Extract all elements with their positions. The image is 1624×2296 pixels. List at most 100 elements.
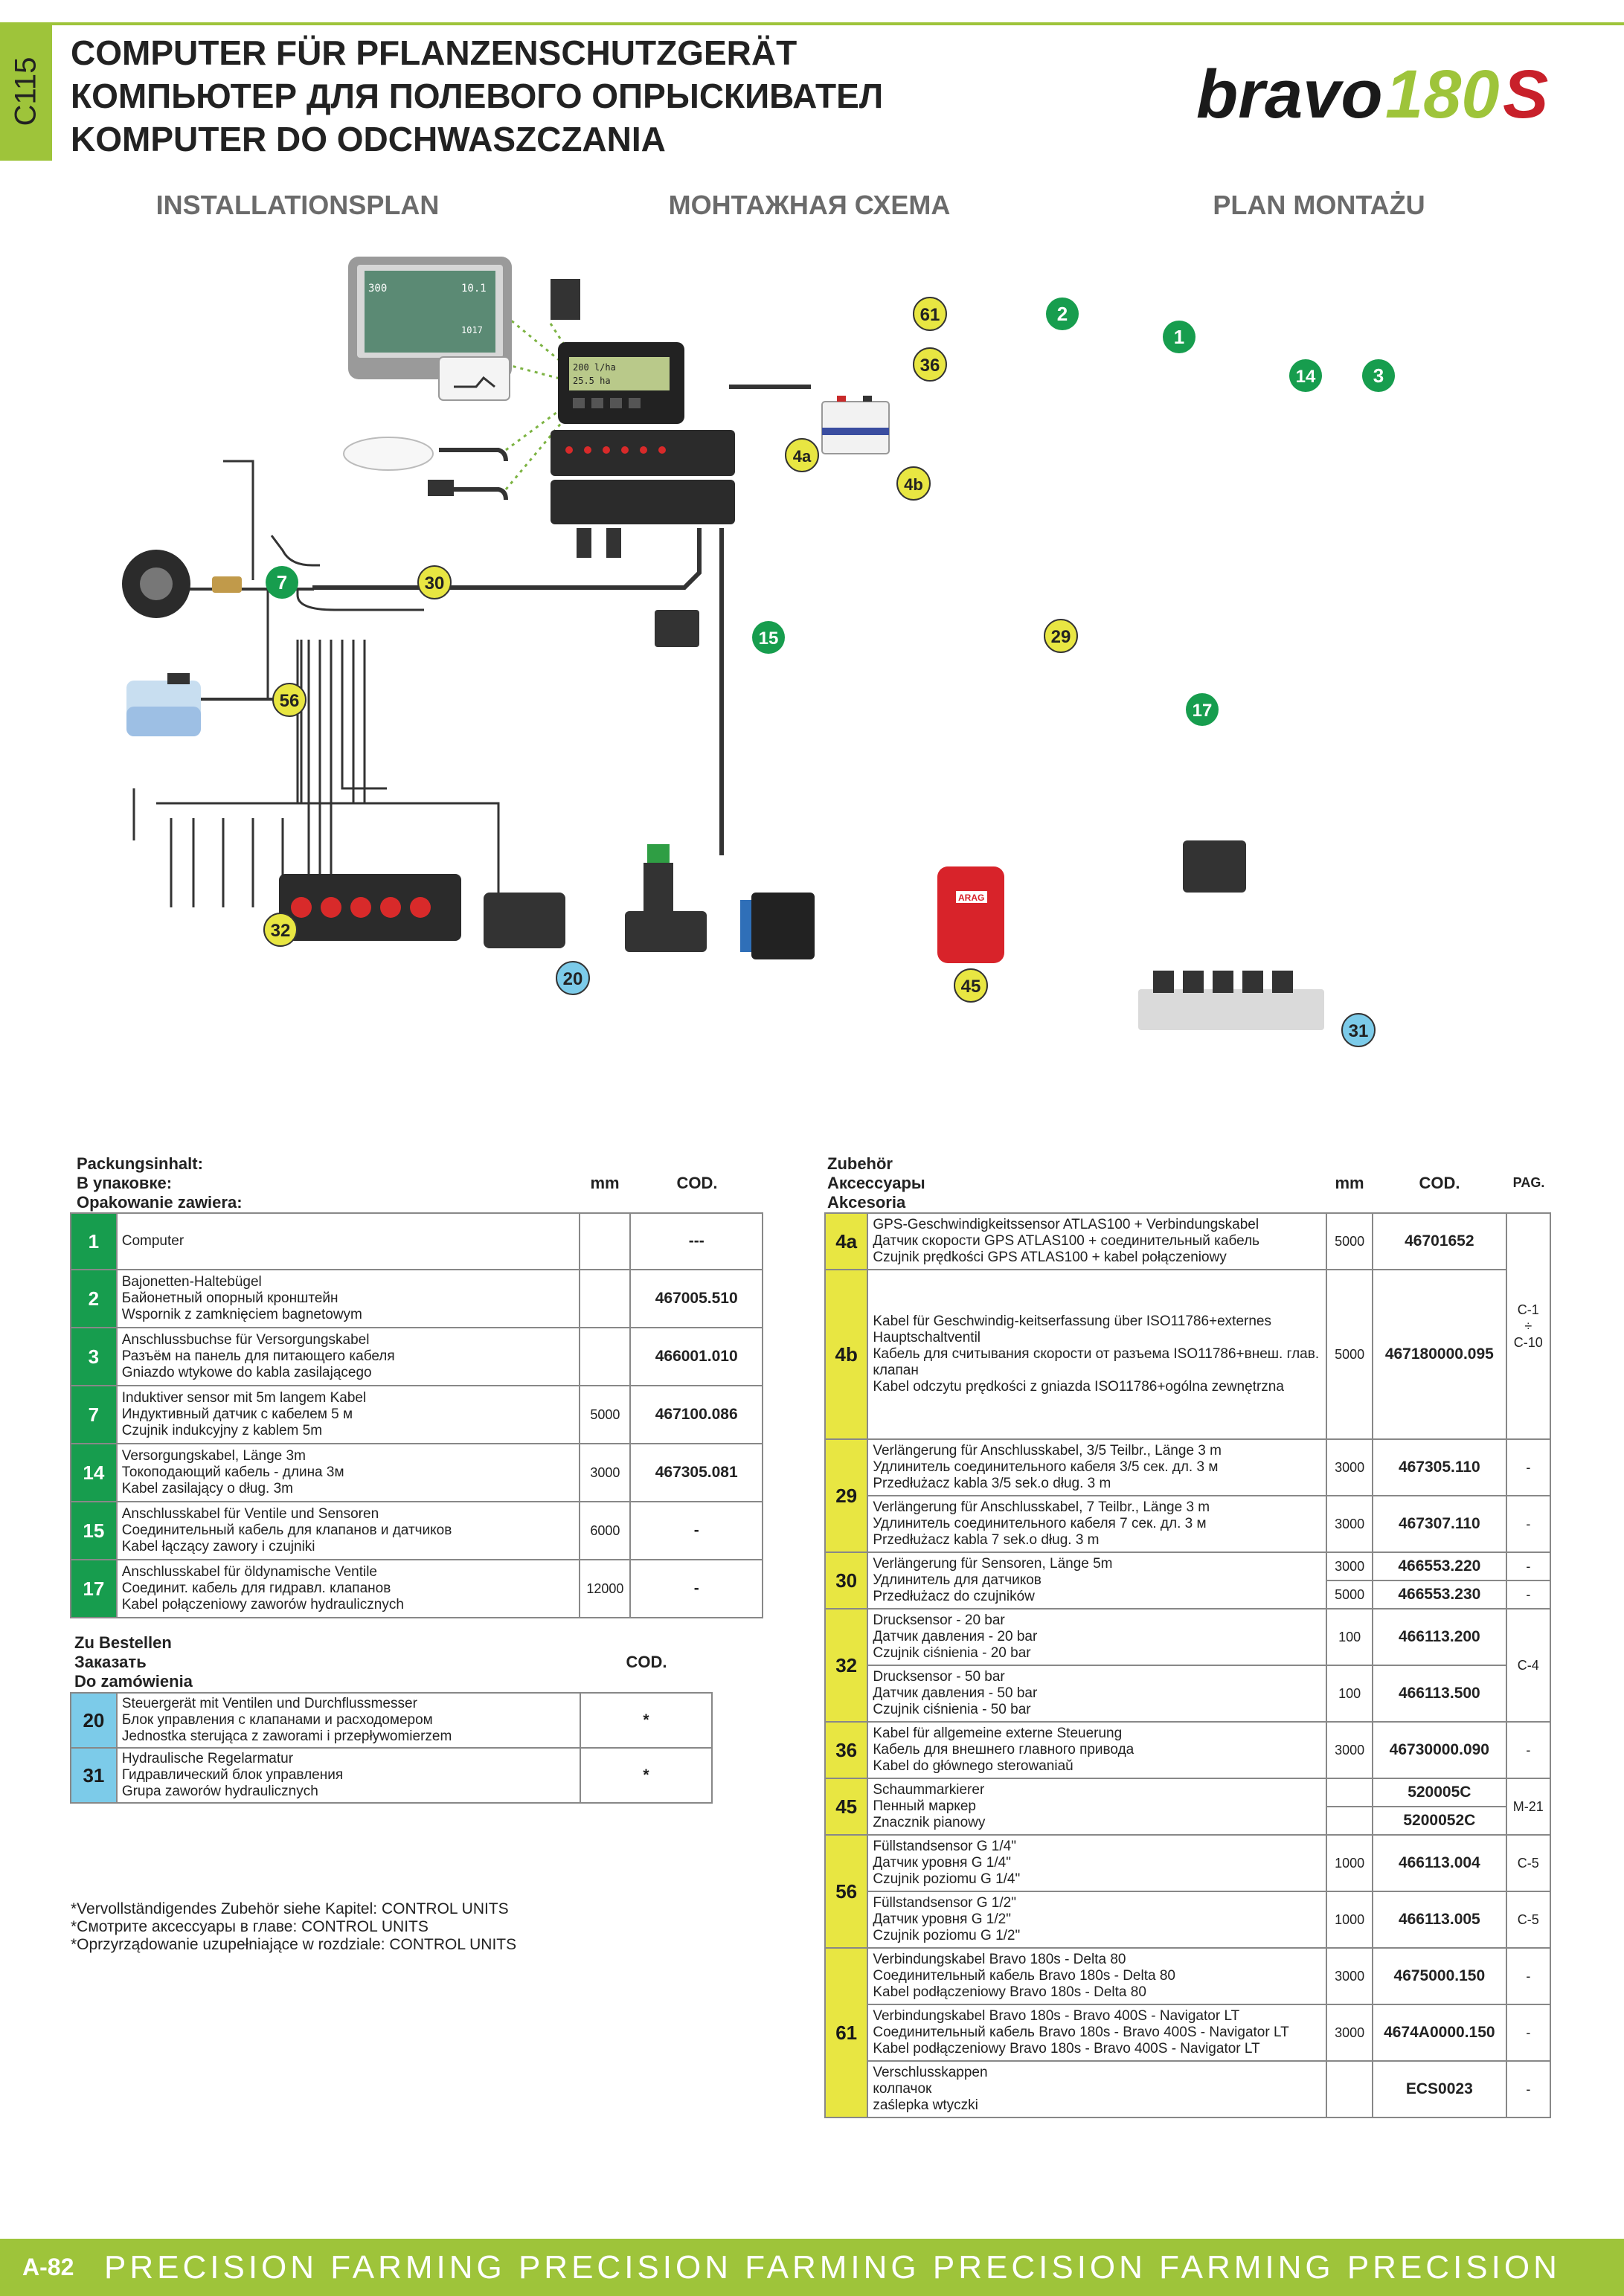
description-line: Hydraulische Regelarmatur — [121, 1751, 294, 1766]
section-tab: C115 — [0, 22, 52, 161]
item-code: --- — [629, 1212, 763, 1270]
description-line: Байонетный опорный кронштейн — [121, 1290, 338, 1306]
badge-15: 15 — [752, 621, 785, 654]
description-line: Блок управления с клапанами и расходомер… — [121, 1712, 433, 1728]
badge-30: 30 — [417, 565, 452, 599]
description-line: Schaummarkierer — [873, 1782, 985, 1798]
badge-56: 56 — [272, 683, 306, 717]
item-length: 1000 — [1326, 1891, 1374, 1949]
item-description: Verlängerung für Anschlusskabel, 7 Teilb… — [867, 1495, 1328, 1553]
description-line: Czujnik poziomu G 1/2" — [873, 1928, 1021, 1943]
item-length: 5000 — [579, 1385, 632, 1444]
item-length: 5000 — [1326, 1580, 1374, 1610]
description-line: Кабель для внешнего главного привода — [873, 1742, 1134, 1758]
svg-text:3: 3 — [1373, 364, 1384, 387]
table-row: Verlängerung für Anschlusskabel, 7 Teilb… — [825, 1495, 1552, 1553]
description-line: Удлинитель соединительного кабеля 3/5 се… — [873, 1459, 1219, 1475]
svg-text:29: 29 — [1051, 627, 1071, 647]
description-line: Соединительный кабель для клапанов и дат… — [121, 1522, 452, 1538]
description-line: Czujnik poziomu G 1/4" — [873, 1871, 1021, 1887]
description-line: Датчик уровня G 1/4" — [873, 1855, 1011, 1871]
item-code: 467305.110 — [1372, 1438, 1507, 1496]
badge-31: 31 — [1341, 1013, 1376, 1047]
item-length: 3000 — [1326, 1721, 1374, 1779]
item-description: Kabel für Geschwindig-keitserfassung übe… — [867, 1269, 1328, 1440]
table-row: 5200052C — [825, 1806, 1550, 1836]
item-page: C-5 — [1505, 1891, 1552, 1949]
description-line: Kabel odczytu prędkości z gniazda ISO117… — [873, 1379, 1284, 1395]
description-line: Verbindungskabel Bravo 180s - Bravo 400S… — [873, 2008, 1240, 2024]
item-number: 15 — [70, 1501, 118, 1560]
description-line: Кабель для считывания скорости от разъем… — [873, 1346, 1320, 1362]
description-line: Füllstandsensor G 1/2" — [873, 1895, 1016, 1911]
badge-17: 17 — [1186, 693, 1219, 726]
svg-text:30: 30 — [425, 573, 445, 594]
display-line-2: 25.5 ha — [573, 376, 611, 386]
item-number: 3 — [70, 1327, 118, 1386]
svg-text:2: 2 — [1057, 303, 1068, 325]
item-length — [1326, 2060, 1374, 2118]
description-line: Verlängerung für Anschlusskabel, 3/5 Tei… — [873, 1443, 1222, 1459]
item-code: 466113.005 — [1372, 1891, 1507, 1949]
description-line: Датчик давления - 50 bar — [873, 1685, 1038, 1701]
svg-text:4b: 4b — [904, 475, 923, 494]
svg-text:15: 15 — [759, 628, 779, 649]
svg-text:14: 14 — [1296, 367, 1316, 387]
item-description: Computer — [115, 1212, 581, 1270]
item-length: 5000 — [1326, 1269, 1374, 1440]
item-code: 46701652 — [1372, 1212, 1507, 1270]
badge-2: 2 — [1046, 298, 1079, 330]
description-line: Kabel połączeniowy zaworów hydraulicznyc… — [121, 1597, 404, 1612]
description-line: Anschlussbuchse für Versorgungskabel — [121, 1332, 370, 1348]
flowmeter — [484, 893, 565, 948]
item-code: 466001.010 — [629, 1327, 763, 1386]
description-line: Kabel podłączeniowy Bravo 180s - Delta 8… — [873, 1984, 1146, 2000]
gps-antenna — [343, 437, 434, 471]
svg-text:1: 1 — [1174, 326, 1184, 348]
packaging-col-cod: COD. — [676, 1174, 718, 1192]
table-row: Füllstandsensor G 1/2"Датчик уровня G 1/… — [825, 1891, 1552, 1949]
title-ru: КОМПЬЮТЕР ДЛЯ ПОЛЕВОГО ОПРЫСКИВАТЕЛ — [71, 77, 884, 115]
description-line: Kabel für allgemeine externe Steuerung — [873, 1726, 1123, 1741]
item-page: - — [1505, 1721, 1552, 1779]
packaging-col-mm: mm — [590, 1174, 620, 1192]
accessories-header-ru: Аксессуары — [827, 1174, 925, 1192]
item-code: 4674A0000.150 — [1372, 2004, 1507, 2062]
item-number: 45 — [824, 1778, 869, 1836]
description-line: Verlängerung für Anschlusskabel, 7 Teilb… — [873, 1499, 1210, 1515]
item-number: 7 — [70, 1385, 118, 1444]
item-number: 36 — [824, 1721, 869, 1779]
description-line: Verbindungskabel Bravo 180s - Delta 80 — [873, 1952, 1126, 1967]
terminal-reading-1: 300 — [368, 283, 387, 295]
item-code: 467100.086 — [629, 1385, 763, 1444]
item-code: 5200052C — [1372, 1806, 1507, 1836]
description-line: Разъём на панель для питающего кабеля — [121, 1348, 395, 1364]
item-page: - — [1505, 1551, 1552, 1581]
item-length: 3000 — [1326, 1438, 1374, 1496]
logo-word: bravo — [1196, 57, 1383, 132]
switch-module — [438, 356, 510, 401]
item-number: 32 — [824, 1608, 869, 1723]
badge-29: 29 — [1044, 619, 1078, 653]
item-number: 2 — [70, 1269, 118, 1328]
item-code: 467005.510 — [629, 1269, 763, 1328]
footnote-pl: *Oprzyrządowanie uzupełniające w rozdzia… — [71, 1936, 517, 1953]
logo-number: 180 — [1385, 57, 1500, 132]
